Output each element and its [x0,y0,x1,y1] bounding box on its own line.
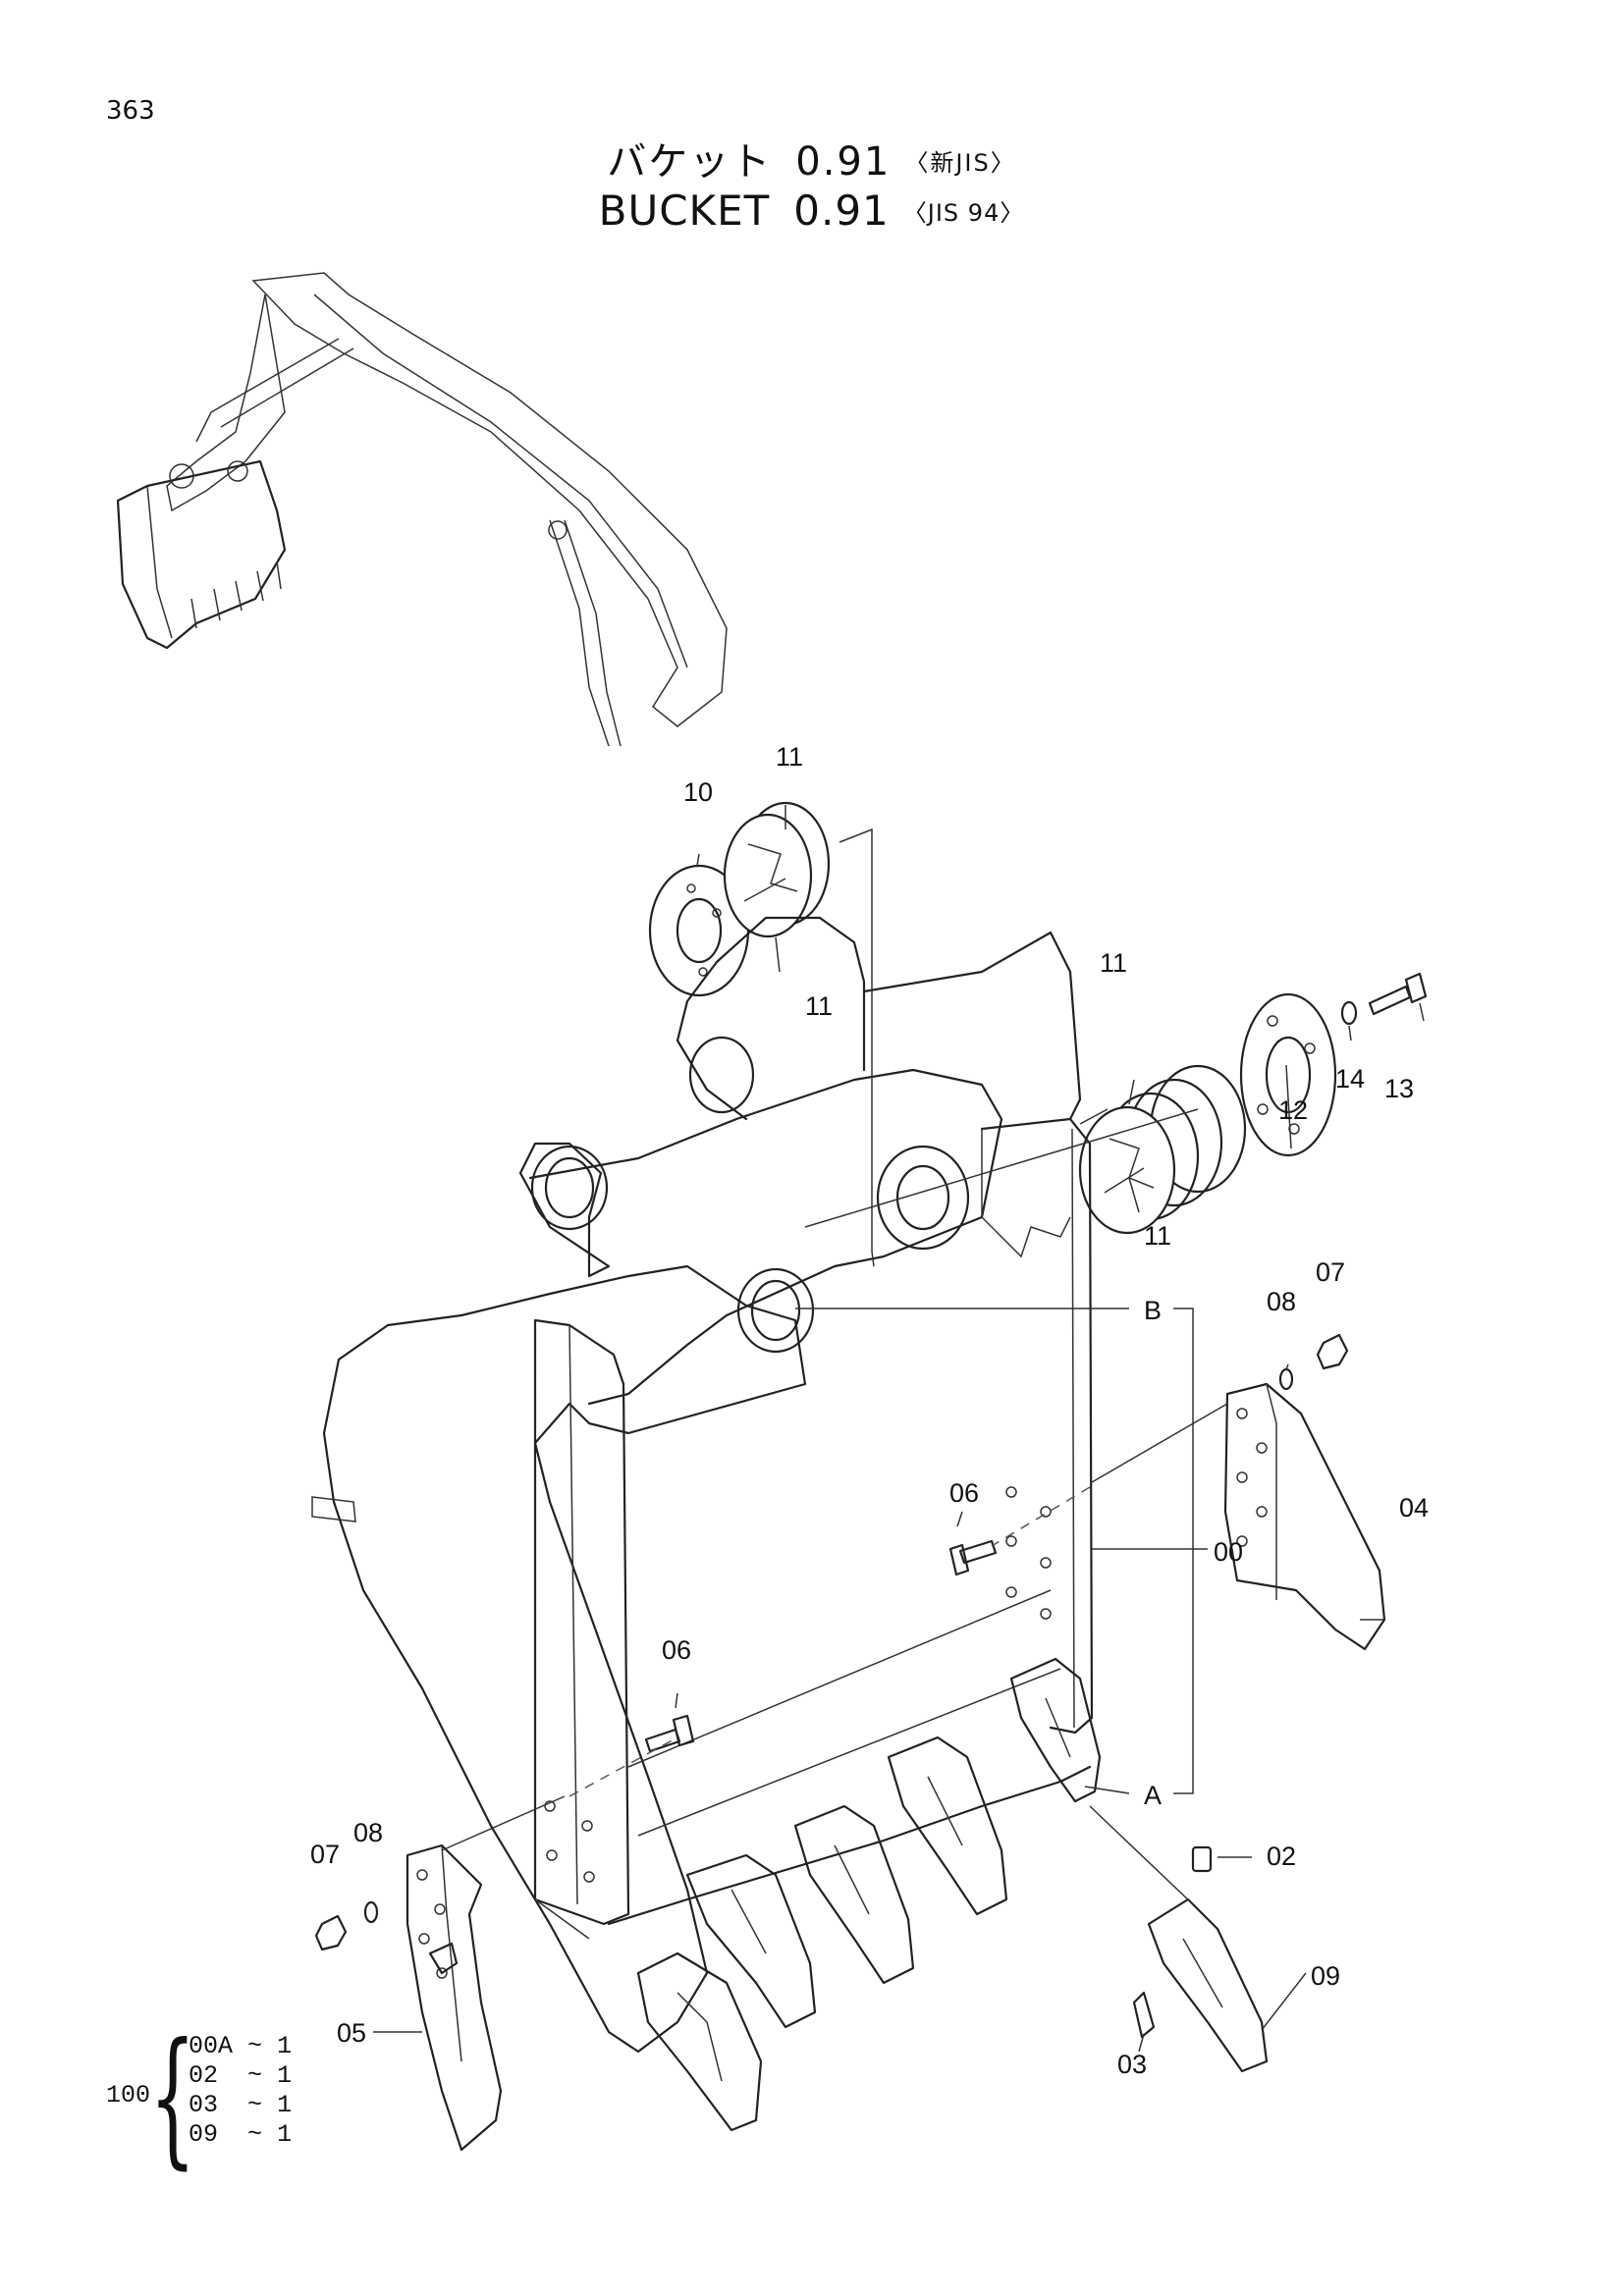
kit-row: 02 ~ 1 [189,2061,292,2091]
callout-06-left: 06 [662,1635,691,1665]
title-ja-main: バケット [607,139,773,185]
kit-row-qty: 1 [277,2032,293,2060]
pin-hardware-right [1078,972,1428,1235]
kit-row-code: 02 [189,2061,219,2090]
kit-list: 00A ~ 1 02 ~ 1 03 ~ 1 09 ~ 1 [189,2032,292,2150]
callout-09: 09 [1311,1961,1340,1991]
bucket-body [311,916,1094,2054]
callout-05: 05 [337,2018,366,2048]
kit-row-qty: 1 [277,2120,293,2149]
callout-00: 00 [1214,1537,1243,1567]
kit-row-sep: ~ [247,2032,263,2060]
kit-row-sep: ~ [247,2120,263,2149]
kit-row-qty: 1 [277,2091,293,2119]
kit-row: 03 ~ 1 [189,2091,292,2120]
kit-row-code: 00A [189,2032,234,2060]
pin-hardware-left [648,801,831,997]
callout-06-right: 06 [949,1478,979,1508]
kit-row: 00A ~ 1 [189,2032,292,2061]
leader-lines [373,805,1425,2053]
bucket-teeth [636,1657,1269,2132]
page-number: 363 [106,96,155,126]
callout-13: 13 [1384,1074,1414,1103]
kit-brace: { [149,2012,196,2183]
title-en-main: BUCKET [598,187,771,235]
callout-04: 04 [1399,1493,1429,1522]
callout-B: B [1144,1296,1162,1325]
kit-label: 100 [106,2081,151,2109]
callout-12: 12 [1278,1095,1308,1125]
callout-07-right: 07 [1316,1257,1345,1287]
callout-08-left: 08 [353,1818,383,1847]
callout-11-upper-b: 11 [805,991,833,1021]
kit-row-sep: ~ [247,2091,263,2119]
title-ja-number: 0.91 [795,139,892,185]
callout-02: 02 [1267,1842,1296,1871]
kit-row-sep: ~ [247,2061,263,2090]
title-japanese: バケット 0.91 〈新JIS〉 [0,130,1623,187]
kit-row-code: 09 [189,2120,219,2149]
kit-row: 09 ~ 1 [189,2120,292,2150]
kit-row-qty: 1 [277,2061,293,2090]
callout-A: A [1144,1781,1162,1810]
side-cutter-left [314,1714,695,2152]
title-en-standard: 〈JIS 94〉 [902,199,1025,227]
callout-03: 03 [1117,2050,1147,2079]
title-ja-standard: 〈新JIS〉 [904,149,1016,177]
title-english: BUCKET 0.91 〈JIS 94〉 [0,187,1623,235]
callout-08-right: 08 [1267,1287,1296,1316]
callout-labels: 10 11 11 11 11 12 13 14 08 07 B 04 06 00… [310,742,1429,2079]
callout-07-left: 07 [310,1840,340,1869]
side-cutter-right [948,1333,1386,1651]
callout-11-right-a: 11 [1100,948,1127,978]
excavator-attachment-sketch [116,272,728,747]
callout-10: 10 [683,777,713,807]
callout-11-right-b: 11 [1144,1221,1171,1251]
kit-row-code: 03 [189,2091,219,2119]
title-en-number: 0.91 [793,187,890,235]
callout-11-upper-a: 11 [776,742,803,772]
callout-14: 14 [1335,1064,1365,1094]
